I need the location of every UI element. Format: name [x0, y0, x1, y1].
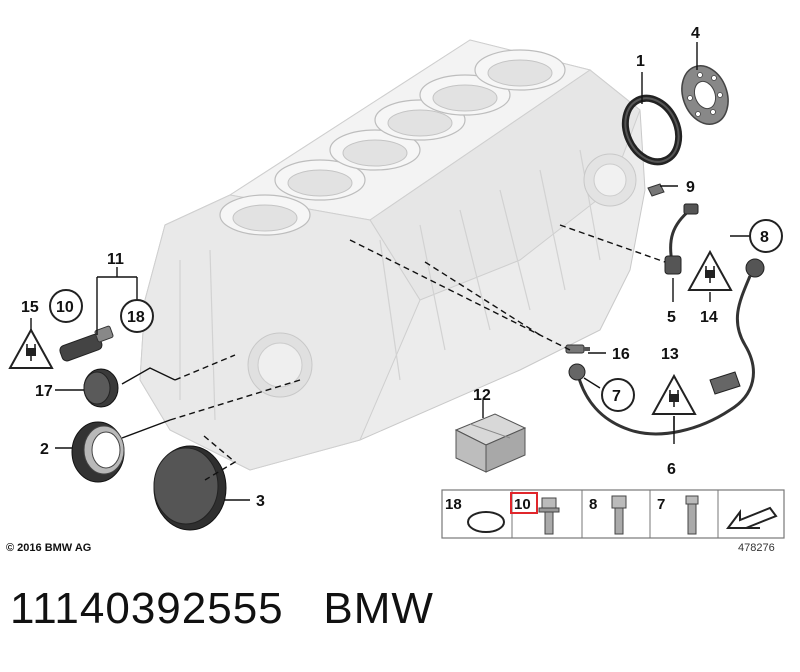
warning-icon — [651, 373, 697, 415]
stud-bolt-icon — [685, 495, 699, 535]
diagram-number: 478276 — [738, 542, 775, 554]
part-sensor-bracket — [647, 183, 665, 197]
callout-2: 2 — [40, 441, 49, 458]
callout-14: 14 — [700, 309, 718, 326]
callout-6: 6 — [667, 461, 676, 478]
callout-5: 5 — [667, 309, 676, 326]
callout-4: 4 — [691, 25, 700, 42]
callouts: 1 4 9 8 5 14 16 13 7 6 12 11 15 10 18 17… — [21, 25, 783, 510]
legend-label-7: 7 — [657, 496, 665, 513]
callout-15: 15 — [21, 299, 39, 316]
part-front-seal — [71, 421, 125, 483]
brand-name: BMW — [323, 584, 434, 633]
part-reluctor-plate — [681, 65, 729, 125]
highlight-box — [510, 492, 538, 514]
cylinder-bores — [219, 49, 566, 236]
copyright-notice: © 2016 BMW AG — [6, 542, 92, 554]
part-cover-3 — [153, 445, 227, 531]
warning-icon — [687, 249, 733, 291]
callout-3: 3 — [256, 493, 265, 510]
callout-17: 17 — [35, 383, 53, 400]
direction-arrow-icon — [726, 506, 778, 529]
callout-18: 18 — [127, 309, 145, 326]
engine-block — [139, 39, 646, 471]
callout-11: 11 — [107, 251, 124, 268]
part-plug-oring — [59, 325, 114, 362]
part-box-12 — [454, 413, 527, 473]
legend-label-18: 18 — [445, 496, 462, 513]
part-number: 11140392555 — [10, 584, 284, 633]
callout-10: 10 — [56, 299, 74, 316]
bolt-icon — [611, 495, 627, 535]
callout-8: 8 — [760, 229, 769, 246]
part-knock-sensor-cable — [568, 203, 765, 436]
oring-icon — [467, 511, 505, 533]
callout-12: 12 — [473, 387, 491, 404]
callout-1: 1 — [636, 53, 645, 70]
callout-13: 13 — [661, 346, 679, 363]
part-caption: 11140392555 BMW — [10, 584, 434, 634]
hardware-legend: 18 10 8 7 — [441, 489, 785, 539]
flange-bolt-icon — [538, 497, 560, 535]
legend-label-8: 8 — [589, 496, 597, 513]
warning-icon — [8, 327, 54, 369]
part-cap-17 — [83, 368, 119, 408]
part-seal-ring — [621, 94, 683, 166]
callout-9: 9 — [686, 179, 695, 196]
callout-7: 7 — [612, 388, 621, 405]
legend-label-10: 10 — [514, 496, 531, 513]
engine-block-parts-diagram: 1 4 9 8 5 14 16 13 7 6 12 11 15 10 18 17… — [8, 25, 785, 539]
leader-lines — [30, 42, 750, 501]
part-sensor-16 — [565, 344, 590, 354]
callout-16: 16 — [612, 346, 630, 363]
